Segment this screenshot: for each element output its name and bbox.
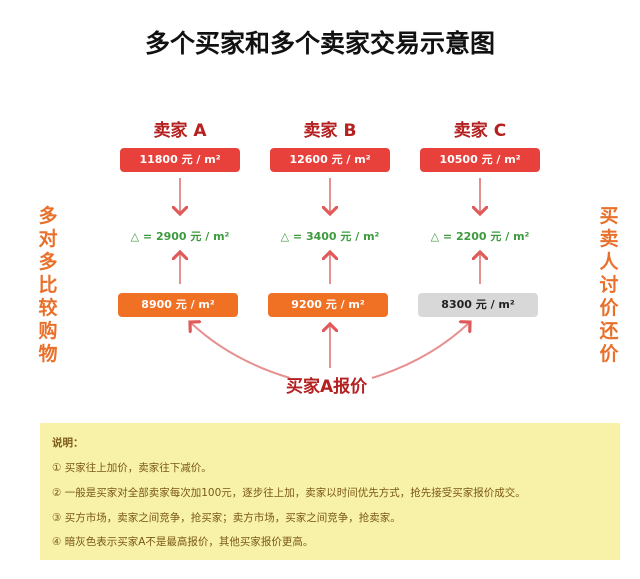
seller-a-label: 卖家 A <box>153 121 207 141</box>
notes-box: 说明： ① 买家往上加价，卖家往下减价。 ② 一般是买家对全部卖家每次加100元… <box>40 423 620 560</box>
buyer-bid-a: 8900 元 / m² <box>118 293 238 317</box>
seller-b-label: 卖家 B <box>303 121 357 141</box>
note-item: ④ 暗灰色表示买家A不是最高报价，其他买家报价更高。 <box>52 536 314 548</box>
delta-b: △ = 3400 元 / m² <box>280 230 380 243</box>
arrow-buyer-a <box>190 322 291 379</box>
seller-b-ask: 12600 元 / m² <box>270 148 390 172</box>
buyer-bid-c: 8300 元 / m² <box>418 293 538 317</box>
buyer-bid-b: 9200 元 / m² <box>268 293 388 317</box>
seller-a-ask: 11800 元 / m² <box>120 148 240 172</box>
diagram-title: 多个买家和多个卖家交易示意图 <box>144 29 495 58</box>
seller-c-label: 卖家 C <box>453 121 507 141</box>
delta-a: △ = 2900 元 / m² <box>130 230 230 243</box>
left-vertical-label: 多对多比较购物 <box>38 205 58 365</box>
seller-c-ask: 10500 元 / m² <box>420 148 540 172</box>
arrow-buyer-c <box>371 322 470 379</box>
right-vertical-label: 买卖人讨价还价 <box>599 205 619 365</box>
delta-c: △ = 2200 元 / m² <box>430 230 530 243</box>
note-item: ① 买家往上加价，卖家往下减价。 <box>52 462 212 474</box>
notes-heading: 说明： <box>52 437 84 449</box>
note-item: ② 一般是买家对全部卖家每次加100元，逐步往上加，卖家以时间优先方式，抢先接受… <box>52 487 526 499</box>
note-item: ③ 买方市场，卖家之间竞争，抢买家；卖方市场，买家之间竞争，抢卖家。 <box>52 512 401 524</box>
buyer-a-label: 买家A报价 <box>286 377 368 397</box>
